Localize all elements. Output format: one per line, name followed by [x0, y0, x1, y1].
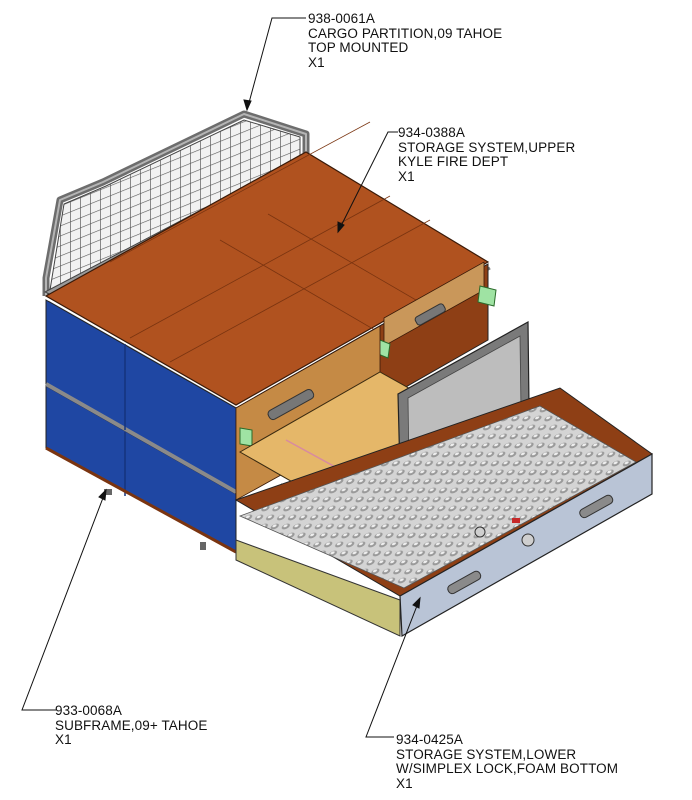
part-description-2: KYLE FIRE DEPT	[398, 154, 509, 169]
callout-lower-storage: 934-0425A STORAGE SYSTEM,LOWER W/SIMPLEX…	[396, 732, 619, 791]
part-quantity: X1	[308, 54, 325, 70]
part-number: 933-0068A	[55, 703, 122, 718]
part-description-2: TOP MOUNTED	[308, 40, 409, 55]
part-number: 934-0425A	[396, 732, 463, 747]
part-quantity: X1	[398, 168, 415, 184]
part-quantity: X1	[55, 732, 72, 747]
part-number: 938-0061A	[308, 11, 375, 26]
leader-lines	[21, 17, 421, 738]
part-description: SUBFRAME,09+ TAHOE	[55, 717, 208, 733]
part-quantity: X1	[396, 775, 413, 791]
callout-cargo-partition: 938-0061A CARGO PARTITION,09 TAHOE TOP M…	[308, 11, 503, 70]
part-description: STORAGE SYSTEM,UPPER	[398, 139, 576, 155]
callout-upper-storage: 934-0388A STORAGE SYSTEM,UPPER KYLE FIRE…	[398, 125, 576, 184]
part-number: 934-0388A	[398, 125, 465, 140]
callout-subframe: 933-0068A SUBFRAME,09+ TAHOE X1	[55, 703, 208, 748]
part-description: STORAGE SYSTEM,LOWER	[396, 746, 577, 762]
part-description-2: W/SIMPLEX LOCK,FOAM BOTTOM	[396, 761, 619, 776]
part-description: CARGO PARTITION,09 TAHOE	[308, 25, 503, 41]
lower-drawer	[234, 387, 653, 638]
